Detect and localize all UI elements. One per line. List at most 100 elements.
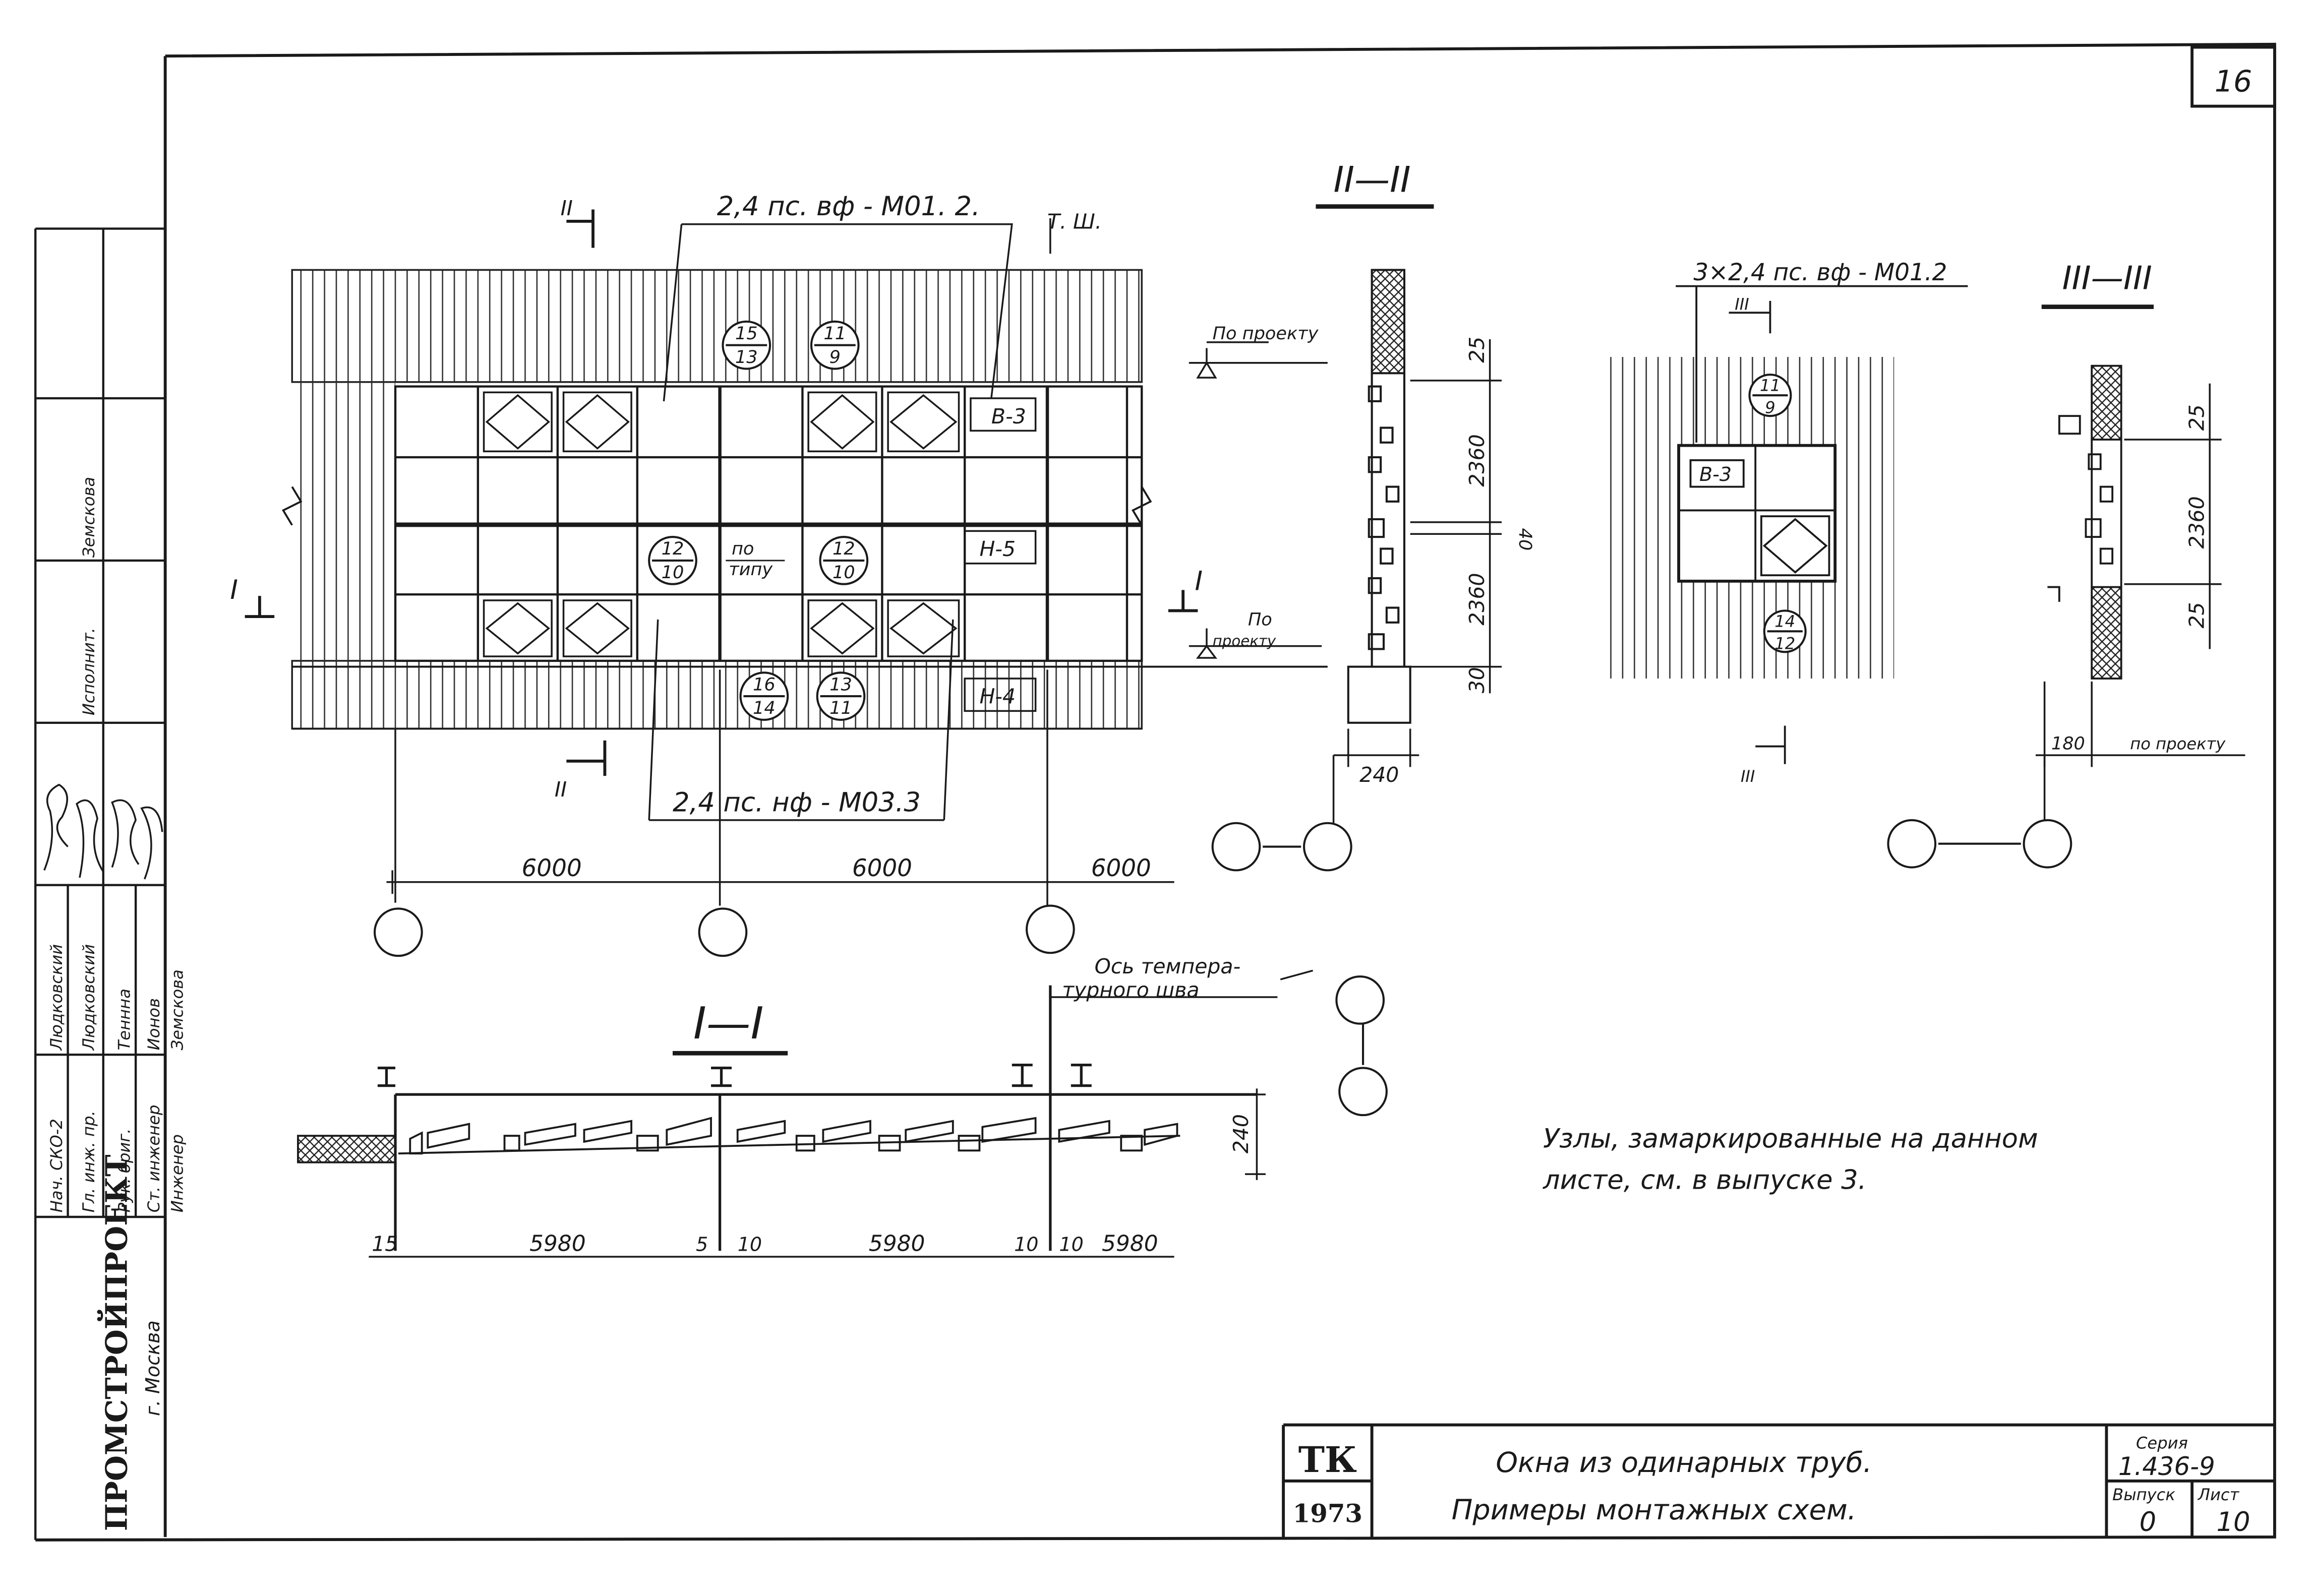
section-i-columns [377, 985, 1257, 1251]
section-iii-dim-1: 2360 [2185, 496, 2209, 548]
stamp-role-0: Нач. СКО-2 [47, 1119, 66, 1212]
node-2-num: 12 [662, 538, 684, 559]
section-i-wall [297, 1135, 396, 1163]
stamp-name-4: Земскова [168, 969, 187, 1050]
sheet-value: 10 [2217, 1507, 2250, 1538]
section-i-dim-5: 10 [1014, 1233, 1038, 1255]
section-ii-base [1347, 665, 1411, 724]
section-ii-insulation [1371, 269, 1406, 375]
section-i-height: 240 [1229, 1114, 1253, 1153]
node-circles [648, 320, 869, 721]
node-5-num: 13 [829, 674, 852, 695]
section-i-dim-6: 10 [1059, 1233, 1083, 1255]
section-ii-title: II—II [1334, 159, 1411, 200]
section-cut-marks [245, 209, 1198, 776]
section-i-dim-0: 15 [372, 1232, 398, 1256]
section-ii-dim-2: 40 [1515, 528, 1535, 551]
po-tipu-1: по [732, 538, 754, 559]
node-2-den: 10 [662, 562, 684, 583]
facade-elevation: II II I I 2,4 пс. вф - М01. 2. 2,4 пс. н… [230, 191, 1328, 957]
issue-label: Выпуск [2112, 1485, 2175, 1504]
title-line-2: Примеры монтажных схем. [1452, 1494, 1857, 1526]
section-ii-dim-0: 25 [1465, 337, 1489, 363]
section-i-title: I—I [693, 998, 764, 1049]
stamp-name-0: Людковский [47, 944, 66, 1051]
fragment-iii-window [1677, 444, 1837, 583]
section-ii-profile [1368, 373, 1406, 667]
cut-ii-top: II [561, 196, 573, 220]
stamp-name-2: Теннна [114, 989, 134, 1050]
section-i-dim-7: 5980 [1102, 1231, 1158, 1256]
sheet-frame [35, 42, 2276, 1542]
stamp-role-2: Рук. бриг. [114, 1129, 134, 1213]
label-bottom-windows: 2,4 пс. нф - М03.3 [673, 787, 921, 818]
section-iii-po-proektu: по проекту [2130, 734, 2226, 753]
axis-dim-0: 6000 [522, 855, 582, 882]
mark-h5: Н-5 [979, 537, 1016, 561]
po-tipu-2: типу [729, 559, 773, 580]
label-leaders [648, 218, 1051, 821]
title-line-1: Окна из одинарных труб. [1496, 1446, 1872, 1479]
stamp-role-3: Ст. инженер [144, 1105, 163, 1213]
node-0-num: 15 [735, 323, 758, 344]
section-i-dim-3: 10 [738, 1233, 762, 1255]
cut-ii-bottom: II [555, 777, 567, 802]
section-iii-dims [2036, 383, 2245, 826]
title-block [1282, 1423, 2275, 1537]
stamp-people: Нач. СКО-2 Гл. инж. пр. Рук. бриг. Ст. и… [47, 477, 187, 1212]
label-top-windows: 2,4 пс. вф - М01. 2. [717, 191, 980, 222]
stamp-name-1: Людковский [79, 944, 98, 1051]
section-ii-dim-4: 30 [1465, 667, 1489, 693]
po-proektu-bot-1: По [1248, 609, 1272, 630]
axis-dim-2: 6000 [1091, 855, 1151, 882]
section-ii: II—II 25 2360 40 2360 30 240 [1211, 159, 1535, 872]
node-0-den: 13 [735, 347, 758, 367]
section-i-profile [398, 1117, 1180, 1155]
stamp-role-4: Инженер [168, 1134, 187, 1212]
signatures [43, 783, 163, 880]
section-iii-insulation-top [2091, 364, 2122, 441]
po-proektu-bot-2: проекту [1213, 633, 1276, 650]
fragment-iii-cut-bottom: III [1741, 767, 1755, 786]
fragment-iii-cut-top: III [1735, 294, 1749, 314]
section-i: I—I [297, 954, 1388, 1258]
node-1-den: 9 [829, 347, 841, 367]
wall-panel-bottom [291, 660, 1143, 730]
node-5-den: 11 [829, 698, 852, 718]
axis-note-1: Ось темпера- [1095, 954, 1241, 978]
cut-i-right: I [1195, 566, 1203, 596]
stamp-role-5: Исполнит. [79, 628, 98, 715]
mark-b3: В-3 [991, 404, 1026, 428]
section-iii-bubbles [1887, 819, 2072, 869]
node-3-num: 12 [833, 538, 855, 559]
wall-panel-top [291, 269, 1143, 383]
section-iii: III—III 25 2360 25 180 по проекту [1887, 260, 2245, 869]
note-line-2: листе, см. в выпуске 3. [1543, 1164, 1867, 1195]
node-3-den: 10 [833, 562, 855, 583]
section-i-bubbles [1335, 975, 1388, 1117]
node-4-num: 16 [753, 674, 776, 695]
section-ii-dim-1: 2360 [1465, 434, 1489, 486]
section-i-dim-1: 5980 [529, 1231, 586, 1256]
section-ii-dims [1332, 339, 1502, 826]
note-line-1: Узлы, замаркированные на данном [1543, 1123, 2038, 1154]
series-label: Серия [2136, 1433, 2188, 1452]
section-iii-title: III—III [2062, 260, 2152, 297]
axis-note-2: турного шва [1062, 978, 1199, 1002]
fragment-iii-label: 3×2,4 пс. вф - М01.2 [1693, 259, 1947, 286]
axis-bubbles [373, 904, 1075, 957]
section-iii-width: 180 [2051, 733, 2085, 754]
stamp-role-1: Гл. инж. пр. [79, 1111, 98, 1212]
fragment-iii-node-0-den: 9 [1765, 398, 1775, 417]
opening-sashes [483, 391, 960, 657]
fragment-iii-node-1-num: 14 [1774, 612, 1795, 631]
section-i-dim-2: 5 [696, 1233, 708, 1255]
section-iii-dim-2: 25 [2185, 602, 2209, 628]
node-1-num: 11 [823, 323, 846, 344]
section-ii-bubbles [1211, 822, 1352, 872]
level-marks [1189, 341, 1328, 659]
mark-h4: Н-4 [979, 685, 1016, 709]
sheet-label: Лист [2198, 1485, 2240, 1504]
node-labels: 15 13 11 9 12 10 12 10 16 14 13 11 [662, 323, 855, 718]
